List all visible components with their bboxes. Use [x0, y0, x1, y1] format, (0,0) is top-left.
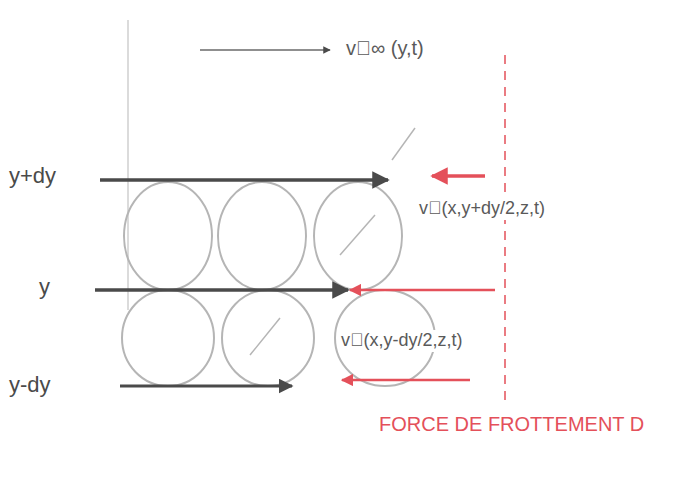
friction-force-arrow — [342, 379, 470, 382]
layer-velocity-arrow — [95, 288, 348, 292]
friction-force-arrow — [350, 289, 495, 292]
dashed-boundary — [504, 55, 506, 400]
fluid-particle — [222, 290, 314, 386]
rotation-mark — [340, 215, 375, 255]
velocity-label: v⃗∞ (y,t) — [343, 36, 427, 60]
particle-group — [122, 182, 435, 386]
fluid-particle — [314, 182, 402, 290]
rotation-marks — [250, 128, 415, 355]
layer-velocity-arrow — [100, 178, 388, 182]
velocity-label: v⃗(x,y-dy/2,z,t) — [338, 330, 466, 352]
fluid-particle — [122, 290, 214, 386]
position-label: y+dy — [6, 163, 59, 189]
layer-velocity-arrow — [120, 385, 292, 388]
velocity-label: v⃗(x,y+dy/2,z,t) — [416, 198, 548, 220]
axis-line — [127, 20, 129, 310]
force-label: FORCE DE FROTTEMENT D — [376, 412, 647, 436]
position-label: y — [36, 274, 53, 300]
rotation-mark — [392, 128, 415, 160]
friction-force-arrow — [432, 174, 485, 178]
fluid-particle — [218, 182, 306, 290]
position-label: y-dy — [6, 372, 54, 398]
free-stream-arrow — [200, 49, 330, 51]
rotation-mark — [250, 318, 280, 355]
fluid-particle — [124, 182, 212, 290]
